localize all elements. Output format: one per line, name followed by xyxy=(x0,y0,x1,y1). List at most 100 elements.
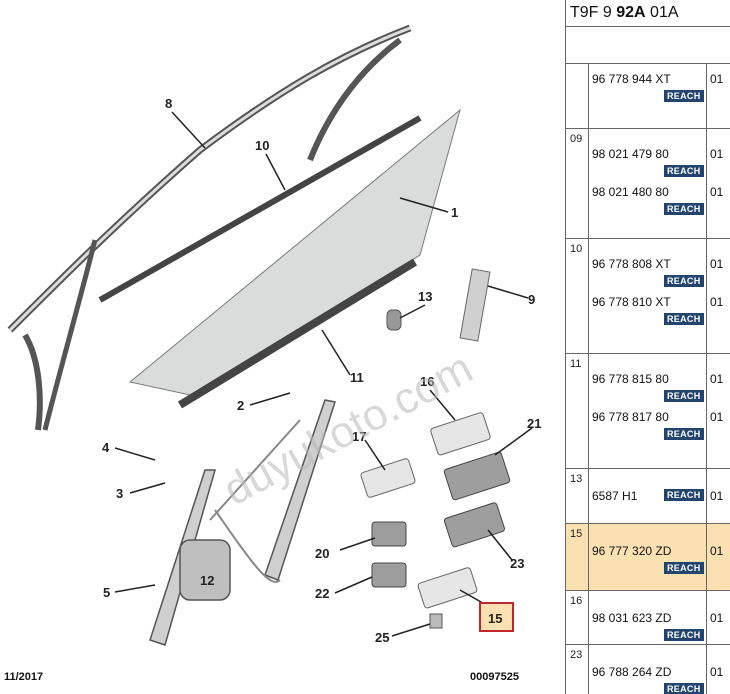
table-header: T9F 9 92A 01A xyxy=(566,0,730,27)
callout-3: 3 xyxy=(116,486,123,501)
quantity: 01 xyxy=(710,665,724,679)
group-ref: 13 xyxy=(570,473,583,485)
reach-badge: REACH xyxy=(664,562,704,574)
outer-belt-strip xyxy=(98,115,422,303)
part-number: 96 788 264 ZD xyxy=(592,665,672,679)
table-group: 13 6587 H1 01 REACH xyxy=(566,469,730,524)
switch-20 xyxy=(371,521,407,547)
part-number: 98 021 479 80 xyxy=(592,147,669,161)
callout-21: 21 xyxy=(527,416,541,431)
reach-badge: REACH xyxy=(664,489,704,501)
diagram-date: 11/2017 xyxy=(4,671,43,683)
callout-2: 2 xyxy=(237,398,244,413)
part-number: 98 031 623 ZD xyxy=(592,611,672,625)
table-spacer xyxy=(566,27,730,64)
quantity: 01 xyxy=(710,295,724,309)
reach-badge: REACH xyxy=(664,275,704,287)
callout-22: 22 xyxy=(315,586,329,601)
quantity: 01 xyxy=(710,410,724,424)
switch-panel-16 xyxy=(430,412,491,456)
quantity: 01 xyxy=(710,185,724,199)
callout-11: 11 xyxy=(350,370,364,385)
callout-23: 23 xyxy=(510,556,524,571)
bracket-9 xyxy=(459,268,491,342)
quantity: 01 xyxy=(710,611,724,625)
switch-panel-17 xyxy=(360,458,416,498)
callout-13: 13 xyxy=(418,289,432,304)
part-number: 96 778 808 XT xyxy=(592,257,671,271)
callout-12: 12 xyxy=(200,573,214,588)
reach-badge: REACH xyxy=(664,428,704,440)
door-pillar-seal xyxy=(22,333,43,431)
callout-17: 17 xyxy=(352,429,366,444)
part-number: 96 777 320 ZD xyxy=(592,544,672,558)
quantity: 01 xyxy=(710,372,724,386)
clip-25 xyxy=(429,613,443,629)
parts-diagram: 8 10 1 13 9 11 16 2 17 21 4 3 20 23 5 22… xyxy=(4,24,541,683)
group-ref: 15 xyxy=(570,528,583,540)
rear-channel xyxy=(307,37,402,162)
reach-badge: REACH xyxy=(664,90,704,102)
inner-belt-strip xyxy=(177,258,418,409)
reach-badge: REACH xyxy=(664,203,704,215)
callout-9: 9 xyxy=(528,292,535,307)
switch-22 xyxy=(371,562,407,588)
quantity: 01 xyxy=(710,72,724,86)
callout-15-box[interactable] xyxy=(479,602,514,632)
callout-8: 8 xyxy=(165,96,172,111)
switch-23 xyxy=(443,502,505,548)
callout-10: 10 xyxy=(255,138,269,153)
quantity: 01 xyxy=(710,257,724,271)
callout-1: 1 xyxy=(451,205,458,220)
part-number: 98 021 480 80 xyxy=(592,185,669,199)
callout-5: 5 xyxy=(103,585,110,600)
group-ref: 11 xyxy=(570,358,582,370)
quantity: 01 xyxy=(710,544,724,558)
group-ref: 10 xyxy=(570,243,583,255)
callout-15: 15 xyxy=(488,611,502,626)
group-ref: 09 xyxy=(570,133,583,145)
part-number: 96 778 817 80 xyxy=(592,410,669,424)
part-number: 96 778 944 XT xyxy=(592,72,671,86)
table-row[interactable]: 6587 H1 01 REACH xyxy=(592,489,728,523)
group-ref: 23 xyxy=(570,649,583,661)
callout-25: 25 xyxy=(375,630,389,645)
quantity: 01 xyxy=(710,489,724,503)
switch-21 xyxy=(443,451,511,501)
reach-badge: REACH xyxy=(664,390,704,402)
callout-16: 16 xyxy=(420,374,434,389)
part-number: 96 778 810 XT xyxy=(592,295,671,309)
reach-badge: REACH xyxy=(664,313,704,325)
window-glass xyxy=(128,108,461,396)
diagram-code: 00097525 xyxy=(470,671,519,683)
reach-badge: REACH xyxy=(664,683,704,694)
part-number: 6587 H1 xyxy=(592,489,638,503)
callout-20: 20 xyxy=(315,546,329,561)
switch-bezel-15 xyxy=(417,567,478,609)
grommet-13 xyxy=(386,309,402,331)
group-ref: 16 xyxy=(570,595,583,607)
reach-badge: REACH xyxy=(664,165,704,177)
quantity: 01 xyxy=(710,147,724,161)
part-number: 96 778 815 80 xyxy=(592,372,669,386)
callout-4: 4 xyxy=(102,440,110,455)
